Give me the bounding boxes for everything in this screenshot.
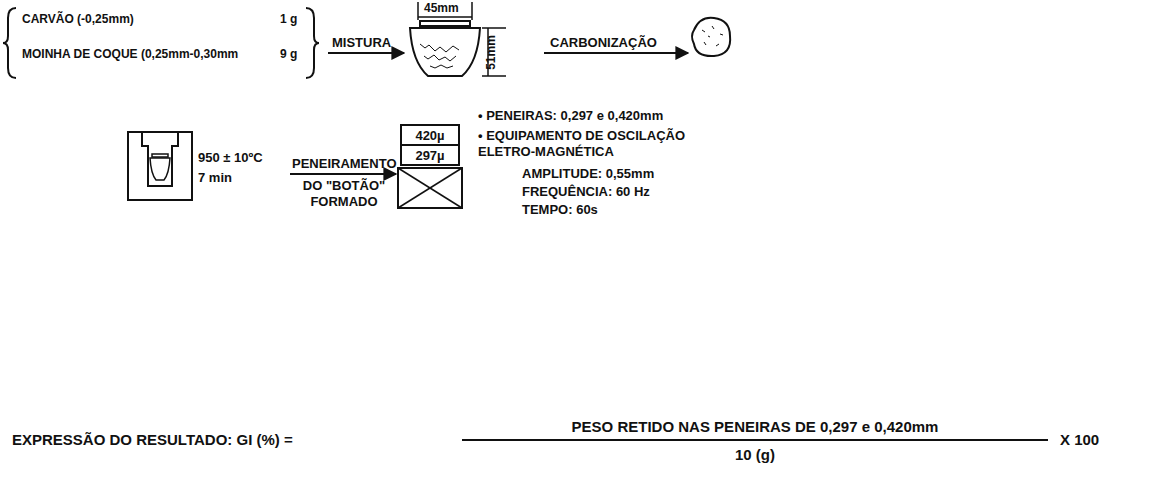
sieve-box: 420µ: [400, 124, 460, 146]
crucible-lid: [152, 154, 168, 157]
dimension-label: 45mm: [424, 1, 459, 16]
mass-label: 9 g: [280, 47, 297, 62]
furnace: [128, 132, 192, 200]
process-arrow: [544, 52, 688, 54]
dimension-tick: [471, 2, 473, 20]
furnace-well: [142, 132, 178, 186]
dimension-line: [418, 16, 472, 18]
coke-button: [692, 18, 730, 56]
crucible-lid: [420, 21, 470, 26]
temperature-label: 950 ± 10ºC: [198, 150, 263, 166]
material-label: MOINHA DE COQUE (0,25mm-0,30mm: [22, 47, 238, 62]
note: • PENEIRAS: 0,297 e 0,420mm: [478, 108, 663, 124]
process-arrow: [290, 173, 396, 175]
fraction-bar: [462, 439, 1048, 441]
time-label: 7 min: [198, 170, 232, 186]
material-label: CARVÃO (-0,25mm): [22, 12, 134, 27]
note: FREQUÊNCIA: 60 Hz: [522, 184, 650, 200]
crucible-content: [420, 44, 459, 68]
brace: [306, 8, 319, 78]
dimension-tick: [482, 75, 506, 77]
brace: [3, 8, 16, 78]
formula-numerator: PESO RETIDO NAS PENEIRAS DE 0,297 e 0,42…: [462, 418, 1048, 436]
shaker-cross: [398, 168, 462, 208]
coke-texture: [702, 26, 723, 46]
note: AMPLITUDE: 0,55mm: [522, 166, 654, 182]
crucible: [410, 28, 480, 76]
step-label: PENEIRAMENTO: [292, 156, 397, 172]
sieve-label: 420µ: [410, 129, 449, 143]
step-label: MISTURA: [332, 35, 391, 51]
note: TEMPO: 60s: [522, 202, 598, 218]
note: • EQUIPAMENTO DE OSCILAÇÃO ELETRO-MAGNÉT…: [478, 128, 714, 160]
sieve-box: 297µ: [400, 144, 460, 166]
formula-text: X 100: [1060, 431, 1099, 449]
dimension-tick: [482, 27, 506, 29]
process-arrow: [328, 52, 404, 54]
shaker-cross: [398, 168, 462, 208]
formula-text: EXPRESSÃO DO RESULTADO: GI (%) =: [12, 431, 293, 449]
formula-denominator: 10 (g): [462, 446, 1048, 464]
dimension-label: 51mm: [484, 35, 499, 70]
dimension-tick: [417, 2, 419, 20]
shaker-base: [398, 168, 462, 208]
mass-label: 1 g: [280, 12, 297, 27]
step-label: DO "BOTÃO" FORMADO: [292, 178, 396, 210]
step-label: CARBONIZAÇÃO: [550, 35, 657, 51]
crucible: [150, 158, 170, 180]
sieve-label: 297µ: [410, 149, 449, 163]
